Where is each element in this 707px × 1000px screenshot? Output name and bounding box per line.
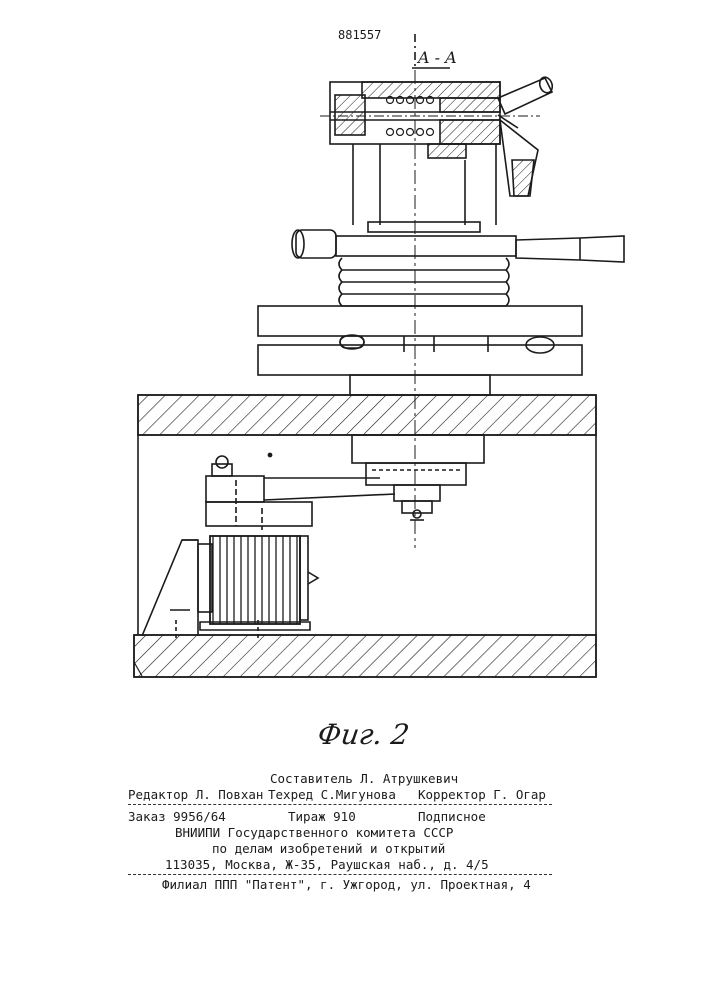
compiler-line: Составитель Л. Атрушкевич — [270, 772, 458, 786]
imprint-rule-bottom — [128, 874, 552, 875]
clamping-plates — [258, 306, 582, 395]
branch-line: Филиал ППП "Патент", г. Ужгород, ул. Про… — [162, 878, 531, 892]
machine-frame — [134, 395, 596, 677]
subscription-line: Подписное — [418, 810, 486, 824]
figure-caption: Фиг. 2 — [316, 718, 412, 751]
editor-line: Редактор Л. Повхан — [128, 788, 263, 802]
handle-bar — [292, 230, 624, 262]
order-line: Заказ 9956/64 — [128, 810, 226, 824]
address-line: 113035, Москва, Ж-35, Раушская наб., д. … — [165, 858, 489, 872]
proofreader-line: Корректор Г. Огар — [418, 788, 546, 802]
circulation-line: Тираж 910 — [288, 810, 356, 824]
tech-editor-line: Техред С.Мигунова — [268, 788, 396, 802]
bellows — [339, 258, 509, 306]
imprint-rule-top — [128, 804, 552, 805]
clamp-lever — [498, 75, 554, 196]
organization-line-1: ВНИИПИ Государственного комитета СССР — [175, 826, 453, 840]
electric-motor — [142, 536, 318, 640]
organization-line-2: по делам изобретений и открытий — [212, 842, 445, 856]
